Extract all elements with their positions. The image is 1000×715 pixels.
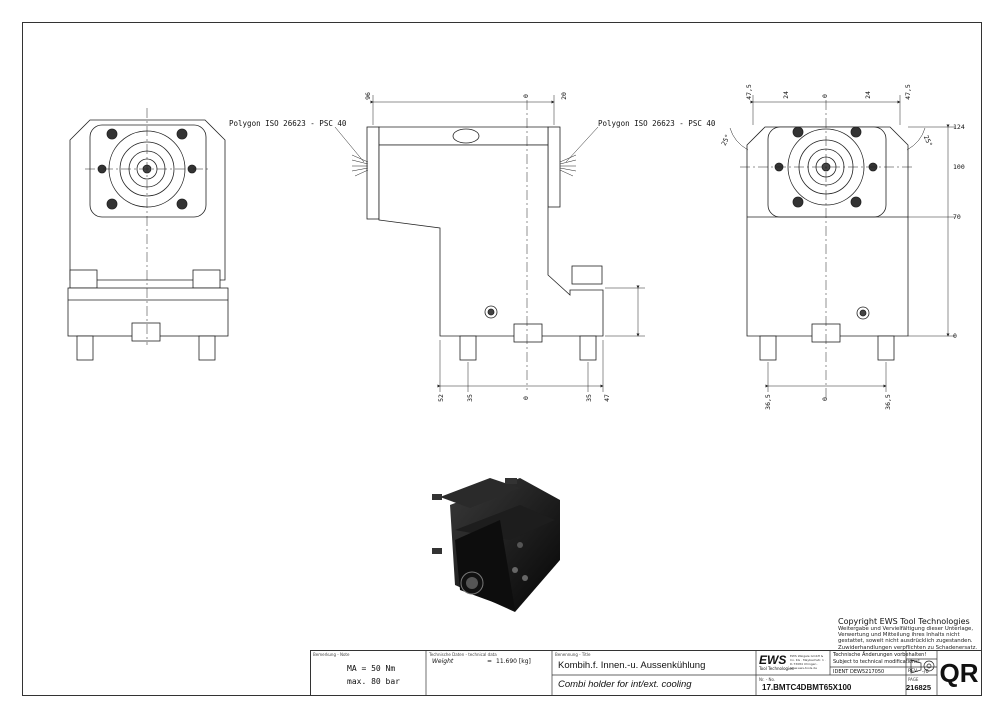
ews-subtitle: Tool Technologies <box>759 666 794 671</box>
callout-polygon-left: Polygon ISO 26623 - PSC 40 <box>229 119 347 128</box>
dim-right-bottom-0: 0 <box>820 397 829 401</box>
dim-front-bottom-35a: 35 <box>465 394 474 402</box>
dim-front-top-0: 0 <box>521 94 530 98</box>
tech-data-label: Technische Daten - technical data <box>429 652 497 657</box>
dim-front-top-96: 96 <box>363 92 372 100</box>
dim-front-bottom-35b: 35 <box>584 394 593 402</box>
ews-address: EWS Weigele GmbH & Co. KG · Maybachstr. … <box>790 654 826 670</box>
title-label: Benennung - Title <box>555 652 591 657</box>
dim-front-top-20: 20 <box>559 92 568 100</box>
page-label: PAGE <box>908 677 919 682</box>
dim-right-top-24b: 24 <box>863 91 872 99</box>
ews-logo: EWS <box>759 653 787 667</box>
note-german: Technische Änderungen vorbehalten! <box>833 652 927 658</box>
remark-label: Bemerkung - Note <box>313 652 350 657</box>
ident-label: IDENT <box>833 669 849 675</box>
weight-equals: = <box>487 658 493 665</box>
dim-right-top-47-5b: 47,5 <box>903 84 912 100</box>
nr-label: Nr. - No. <box>759 677 776 682</box>
dim-right-100: 100 <box>953 163 965 171</box>
dim-right-bottom-36-5b: 36,5 <box>883 394 892 410</box>
title-german: Kombih.f. Innen.-u. Aussenkühlung <box>558 660 706 671</box>
title-block <box>310 650 982 696</box>
dim-front-bottom-52: 52 <box>436 394 445 402</box>
dim-right-70: 70 <box>953 213 961 221</box>
page-value: 216825 <box>906 683 932 692</box>
rev-value: -/0 <box>922 669 929 675</box>
dim-right-top-0: 0 <box>820 94 829 98</box>
remark-line1: MA = 50 Nm <box>347 664 396 673</box>
projection-symbol-icon <box>910 659 935 674</box>
dim-front-bottom-47: 47 <box>602 394 611 402</box>
isometric-render <box>432 478 560 612</box>
dim-right-0: 0 <box>953 332 957 340</box>
copyright-notice: Copyright EWS Tool Technologies Weiterga… <box>838 618 978 651</box>
dim-front-bottom-0: 0 <box>521 396 530 400</box>
weight-value: 11.690 [kg] <box>496 658 531 665</box>
left-view <box>67 108 229 361</box>
qr-label: QR <box>939 657 979 688</box>
right-view <box>729 95 955 400</box>
remark-line2: max. 80 bar <box>347 677 400 686</box>
copyright-body: Weitergabe und Vervielfältigung dieser U… <box>838 626 978 651</box>
note-english: Subject to technical modifications! <box>833 659 920 665</box>
weight-label: Weight <box>432 658 454 665</box>
dim-right-124: 124 <box>953 123 965 131</box>
callout-polygon-right: Polygon ISO 26623 - PSC 40 <box>598 119 716 128</box>
dim-right-top-47-5a: 47,5 <box>744 84 753 100</box>
title-english: Combi holder for int/ext. cooling <box>558 679 692 690</box>
copyright-title: Copyright EWS Tool Technologies <box>838 617 970 626</box>
dim-right-bottom-36-5a: 36,5 <box>763 394 772 410</box>
dim-right-top-24a: 24 <box>781 91 790 99</box>
ident-value: DEW5217050 <box>850 669 885 675</box>
title-block-lines <box>425 651 938 695</box>
drawing-number: 17.BMTC4DBMT65X100 <box>762 683 852 692</box>
front-view <box>334 95 645 392</box>
rev-label: REV. <box>908 669 918 674</box>
